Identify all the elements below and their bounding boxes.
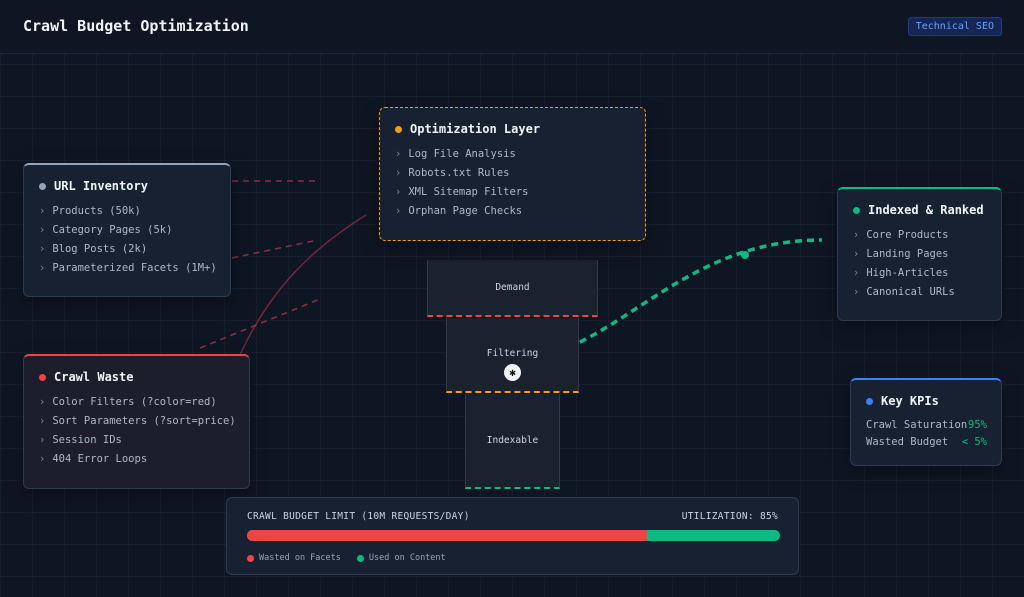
page-title: Crawl Budget Optimization xyxy=(23,17,249,35)
kpi-value: 95% xyxy=(968,419,987,431)
budget-legend: Wasted on Facets Used on Content xyxy=(247,553,446,563)
indexed-dot xyxy=(853,206,860,214)
spider-icon: ✱ xyxy=(504,364,521,381)
kpi-dot xyxy=(866,397,873,405)
inventory-dot xyxy=(39,182,46,190)
stage-label: Indexable xyxy=(486,435,539,446)
kpi-row: Crawl Saturation 95% xyxy=(866,417,987,434)
list-item: High-Articles xyxy=(853,264,987,283)
stage-label: Filtering xyxy=(486,348,539,359)
category-badge: Technical SEO xyxy=(907,17,1002,36)
list-item: Log File Analysis xyxy=(395,145,631,164)
list-item: Blog Posts (2k) xyxy=(39,240,216,259)
list-item: XML Sitemap Filters xyxy=(395,183,631,202)
list-item: Products (50k) xyxy=(39,202,216,221)
card-title: Crawl Waste xyxy=(54,370,134,384)
inventory-link-mid xyxy=(231,239,319,259)
kpi-row: Wasted Budget < 5% xyxy=(866,434,987,451)
kpi-value: < 5% xyxy=(961,436,987,448)
crawl-waste-card: Crawl Waste Color Filters (?color=red) S… xyxy=(23,354,250,489)
card-title: Indexed & Ranked xyxy=(868,203,984,217)
list-item: Parameterized Facets (1M+) xyxy=(39,259,216,278)
waste-dot xyxy=(39,373,46,381)
crawl-budget-panel: CRAWL BUDGET LIMIT (10M REQUESTS/DAY) UT… xyxy=(226,497,799,575)
funnel-stage-indexable: Indexable xyxy=(465,394,560,489)
utilization-label: UTILIZATION: 85% xyxy=(681,511,778,522)
waste-link xyxy=(199,298,321,349)
legend-dot xyxy=(247,554,254,562)
card-title: Key KPIs xyxy=(881,394,939,408)
list-item: Session IDs xyxy=(39,431,235,450)
list-item: Color Filters (?color=red) xyxy=(39,393,235,412)
card-title: Optimization Layer xyxy=(410,122,541,136)
list-item: Robots.txt Rules xyxy=(395,164,631,183)
list-item: 404 Error Loops xyxy=(39,450,235,469)
funnel-stage-demand: Demand xyxy=(427,260,598,317)
indexed-flow-line xyxy=(557,238,823,354)
stage-label: Demand xyxy=(495,282,530,293)
optimization-layer-card: Optimization Layer Log File Analysis Rob… xyxy=(379,107,646,241)
list-item: Core Products xyxy=(853,226,987,245)
card-title: URL Inventory xyxy=(54,179,148,193)
list-item: Category Pages (5k) xyxy=(39,221,216,240)
key-kpis-card: Key KPIs Crawl Saturation 95% Wasted Bud… xyxy=(850,378,1002,466)
legend-dot xyxy=(356,554,364,562)
url-inventory-card: URL Inventory Products (50k) Category Pa… xyxy=(23,163,231,297)
budget-bar xyxy=(247,530,780,541)
funnel-stage-filtering: Filtering ✱ xyxy=(446,318,579,393)
legend-item-wasted: Wasted on Facets xyxy=(247,553,341,563)
optimization-dot xyxy=(395,125,402,133)
list-item: Orphan Page Checks xyxy=(395,202,631,221)
indexed-ranked-card: Indexed & Ranked Core Products Landing P… xyxy=(837,187,1002,321)
wasted-fill xyxy=(247,530,647,541)
list-item: Landing Pages xyxy=(853,245,987,264)
waste-curve xyxy=(239,214,367,356)
budget-label: CRAWL BUDGET LIMIT (10M REQUESTS/DAY) xyxy=(247,511,470,522)
legend-item-content: Used on Content xyxy=(356,553,446,563)
header: Crawl Budget Optimization Technical SEO xyxy=(0,0,1024,54)
kpi-label: Wasted Budget xyxy=(866,436,949,448)
list-item: Canonical URLs xyxy=(853,283,987,302)
kpi-label: Crawl Saturation xyxy=(866,419,968,431)
list-item: Sort Parameters (?sort=price) xyxy=(39,412,235,431)
flow-node xyxy=(741,251,749,259)
